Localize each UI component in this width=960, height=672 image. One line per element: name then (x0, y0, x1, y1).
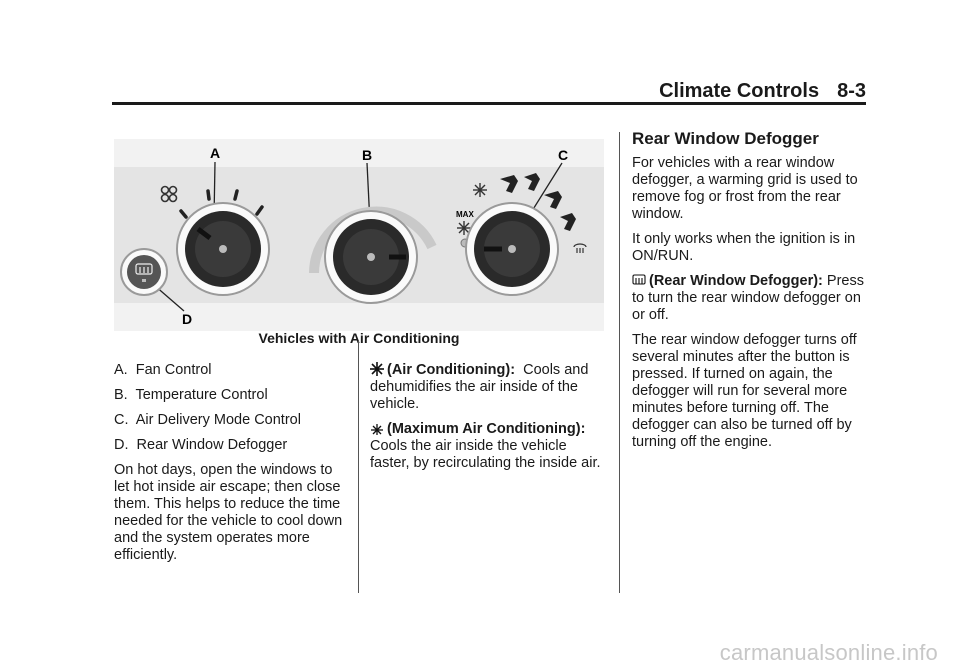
callout-b: B (362, 147, 372, 163)
intro-paragraph: On hot days, open the windows to let hot… (114, 462, 343, 563)
callout-a: A (210, 145, 220, 161)
rear-defogger-title: Rear Window Defogger (632, 129, 819, 148)
climate-control-figure: A B C D (114, 139, 604, 331)
column-right: Rear Window Defogger For vehicles with a… (632, 130, 864, 459)
watermark: carmanualsonline.info (719, 640, 938, 665)
rear-defogger-term: (Rear Window Defogger): (649, 273, 823, 289)
rear-defog-button[interactable] (120, 248, 168, 296)
rear-defogger-p4: The rear window defogger turns off sever… (632, 332, 857, 450)
temperature-control-knob[interactable] (324, 210, 418, 304)
rear-defogger-button-description: (Rear Window Defogger): Press to turn th… (632, 273, 864, 324)
callout-c: C (558, 147, 568, 163)
column-left: A. Fan Control B. Temperature Control C.… (114, 362, 346, 572)
ac-text: Cools and dehumidifies the air inside of… (370, 362, 589, 412)
rear-defogger-button-text: Press to turn the rear window defogger o… (632, 273, 864, 323)
section-title: Climate Controls (659, 80, 820, 102)
snowflake-icon (457, 183, 487, 235)
legend-item: D. Rear Window Defogger (114, 437, 288, 453)
max-ac-term: (Maximum Air Conditioning): (387, 421, 586, 437)
snowflake-icon (370, 362, 384, 376)
max-label: MAX (456, 210, 474, 219)
legend-item: C. Air Delivery Mode Control (114, 412, 301, 428)
fan-icon (160, 185, 178, 203)
column-divider (619, 132, 620, 593)
fan-control-knob[interactable] (176, 202, 270, 296)
column-divider (358, 340, 359, 593)
legend-item: A. Fan Control (114, 362, 212, 378)
ac-description: (Air Conditioning): Cools and dehumidifi… (370, 362, 610, 413)
header-rule (112, 102, 866, 105)
air-delivery-mode-knob[interactable] (465, 202, 559, 296)
max-snowflake-icon (371, 424, 383, 435)
rear-defog-icon (632, 274, 646, 285)
figure-caption: Vehicles with Air Conditioning (258, 330, 460, 346)
max-ac-text: Cools the air inside the vehicle faster,… (370, 438, 601, 471)
callout-d: D (182, 311, 192, 327)
page-header: Climate Controls 8-3 (659, 80, 866, 103)
vent-icon (500, 173, 576, 231)
column-middle: (Air Conditioning): Cools and dehumidifi… (370, 362, 610, 480)
page-number: 8-3 (837, 80, 866, 102)
ac-term: (Air Conditioning): (387, 362, 516, 378)
legend-item: B. Temperature Control (114, 387, 268, 403)
rear-defogger-p2: It only works when the ignition is in ON… (632, 231, 856, 264)
max-ac-description: (Maximum Air Conditioning): Cools the ai… (370, 421, 610, 472)
rear-defog-icon (135, 263, 153, 275)
rear-defogger-p1: For vehicles with a rear window defogger… (632, 155, 858, 222)
defrost-icon (573, 243, 587, 253)
